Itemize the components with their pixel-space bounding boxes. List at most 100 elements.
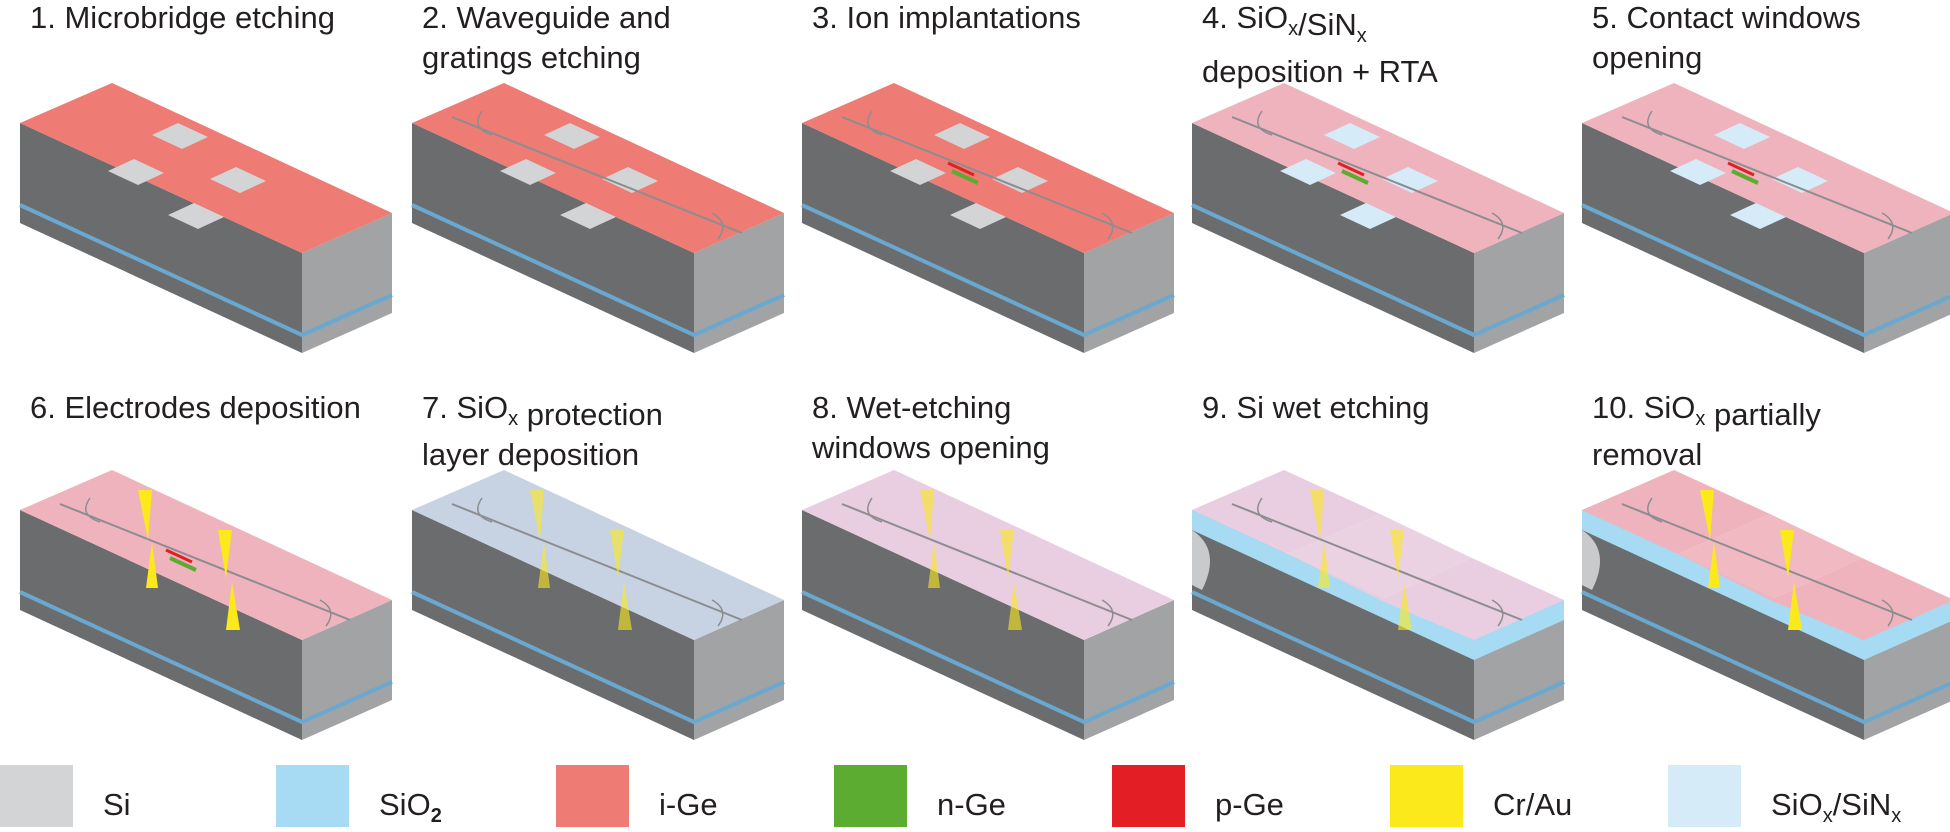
electrode xyxy=(226,582,240,630)
device-block-4 xyxy=(1191,83,1565,353)
electrode xyxy=(1008,582,1022,630)
buried-oxide-line xyxy=(1581,590,1950,725)
step-label-group-9: 9. Si wet etching xyxy=(1202,390,1429,425)
waveguide xyxy=(841,503,1133,621)
waveguide xyxy=(1621,503,1913,621)
top-surface xyxy=(1192,83,1564,253)
grating-left xyxy=(867,110,883,136)
grating-left xyxy=(1257,110,1273,136)
window-pad xyxy=(890,159,946,185)
legend-label-5: p-Ge xyxy=(1215,787,1284,822)
window-pad xyxy=(934,123,990,149)
window-pad xyxy=(1670,159,1726,185)
window-pad xyxy=(500,159,556,185)
top-surface xyxy=(412,83,784,253)
n-ge-stripe xyxy=(1731,169,1759,185)
window-pad xyxy=(1324,123,1380,149)
waveguide xyxy=(841,116,1133,234)
electrode xyxy=(1310,490,1324,540)
left-face xyxy=(412,510,694,740)
legend-label-6: Cr/Au xyxy=(1493,787,1572,822)
top-surface xyxy=(20,470,392,640)
step-label-group-6: 6. Electrodes deposition xyxy=(30,390,361,425)
left-face xyxy=(1582,123,1864,353)
buried-oxide-line xyxy=(19,590,393,725)
window-pad xyxy=(152,123,208,149)
waveguide xyxy=(1621,116,1913,234)
p-ge-stripe xyxy=(947,161,975,177)
buried-oxide-line xyxy=(1191,590,1565,725)
electrode xyxy=(928,542,940,588)
device-block-8 xyxy=(801,470,1175,740)
electrode xyxy=(1318,542,1330,588)
left-face xyxy=(20,123,302,353)
legend-swatch-6 xyxy=(1390,765,1463,827)
left-face xyxy=(802,123,1084,353)
device-block-1 xyxy=(19,83,393,353)
device-block-2 xyxy=(411,83,785,353)
electrode xyxy=(1788,582,1802,630)
left-face xyxy=(802,510,1084,740)
buried-oxide-line xyxy=(801,590,1175,725)
electrode xyxy=(1390,530,1404,578)
electrode xyxy=(138,490,152,540)
legend-label-2: SiO2 xyxy=(379,787,442,827)
left-face xyxy=(412,123,694,353)
device-block-3 xyxy=(801,83,1175,353)
top-surface xyxy=(20,83,392,253)
window-pad xyxy=(210,167,266,193)
step-title-6: 6. Electrodes deposition xyxy=(30,390,361,425)
window-pad xyxy=(1772,167,1828,193)
buried-oxide-line xyxy=(801,203,1175,338)
electrode xyxy=(610,530,624,578)
legend-label-1: Si xyxy=(103,787,131,822)
top-surface xyxy=(802,470,1174,640)
electrode xyxy=(146,542,158,588)
window-pad xyxy=(992,167,1048,193)
window-pad xyxy=(1730,203,1786,229)
electrode xyxy=(1700,490,1714,540)
grating-right xyxy=(711,212,724,240)
front-face xyxy=(694,213,784,353)
step-label-group-3: 3. Ion implantations xyxy=(812,0,1081,35)
n-ge-stripe xyxy=(951,169,979,185)
left-face xyxy=(1582,510,1864,740)
device-block-7 xyxy=(411,470,785,740)
waveguide xyxy=(451,503,743,621)
p-ge-stripe xyxy=(1337,161,1365,177)
grating-right xyxy=(319,599,332,627)
window-pad xyxy=(560,203,616,229)
grating-right xyxy=(1491,599,1504,627)
legend-label-4: n-Ge xyxy=(937,787,1006,822)
cavity-wall xyxy=(1582,530,1600,590)
grating-left xyxy=(1647,110,1663,136)
window-pad xyxy=(1714,123,1770,149)
waveguide xyxy=(451,116,743,234)
grating-left xyxy=(85,497,101,523)
grating-right xyxy=(1101,599,1114,627)
window-pad xyxy=(1340,203,1396,229)
legend-label-7: SiOx/SiNx xyxy=(1771,787,1901,827)
electrode xyxy=(618,582,632,630)
electrode xyxy=(920,490,934,540)
buried-oxide-line xyxy=(1191,203,1565,338)
device-block-9 xyxy=(1191,470,1565,740)
electrode xyxy=(538,542,550,588)
grating-right xyxy=(1881,212,1894,240)
window-pad xyxy=(1382,167,1438,193)
buried-oxide-line xyxy=(19,203,393,338)
cavity-wall xyxy=(1192,530,1210,590)
grating-left xyxy=(477,110,493,136)
grating-left xyxy=(1647,497,1663,523)
legend-swatch-3 xyxy=(556,765,629,827)
